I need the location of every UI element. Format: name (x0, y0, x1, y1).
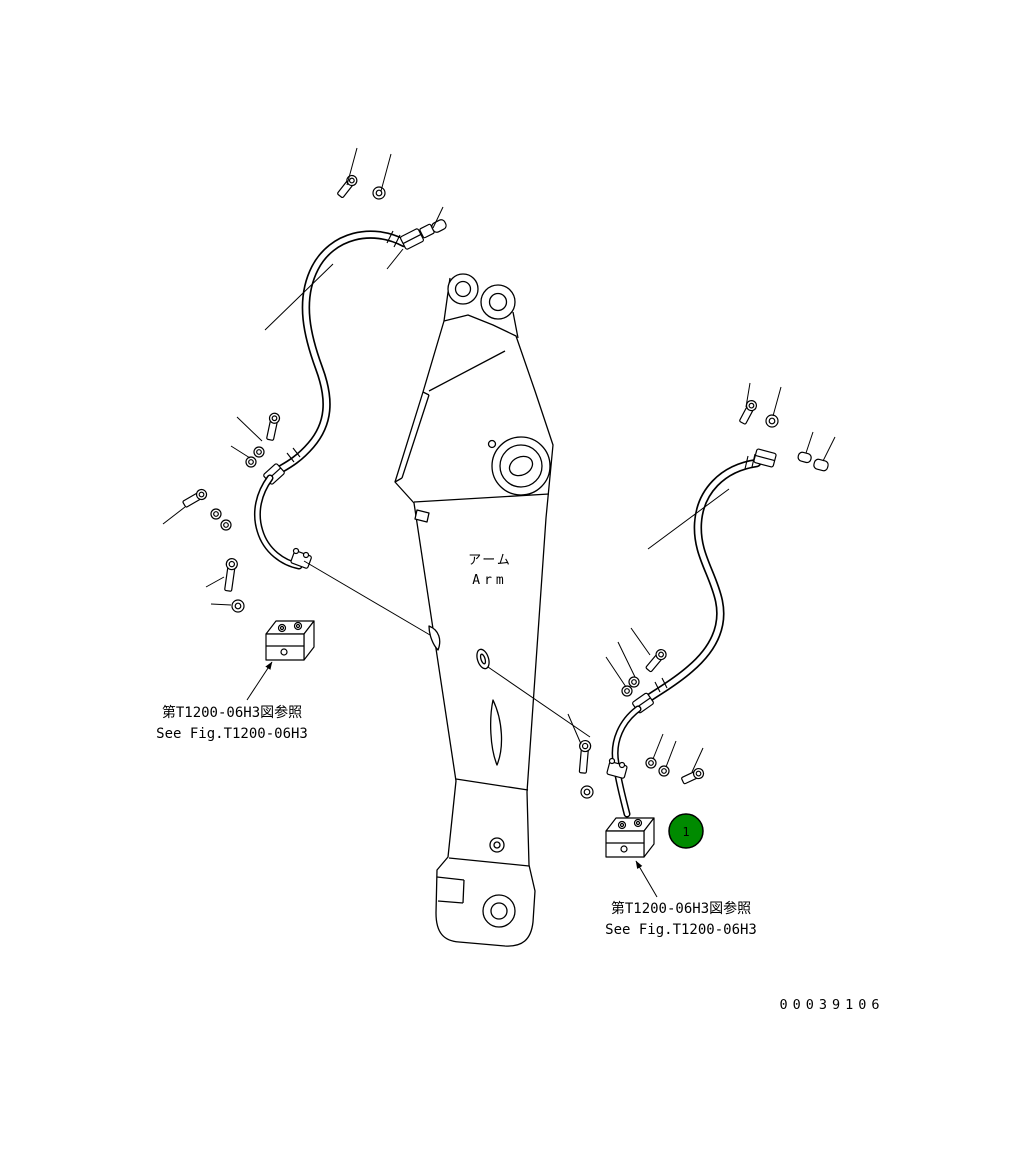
ref-note-right-en[interactable]: See Fig.T1200-06H3 (605, 922, 757, 938)
arm-outline (394, 314, 554, 947)
bolt (578, 739, 592, 774)
left-hose (276, 230, 409, 474)
right-elbow-flange (606, 757, 628, 779)
bolt (266, 412, 281, 441)
right-parts-cluster (578, 648, 705, 799)
left-hose-assembly (182, 174, 447, 661)
bolt (224, 558, 238, 592)
left-parts-cluster (182, 412, 281, 613)
bolt (739, 400, 758, 425)
bolt (645, 648, 667, 673)
left-elbow-flange (290, 547, 312, 569)
right-ref-arrow (635, 860, 658, 898)
callout-1[interactable]: 1 (668, 813, 704, 849)
arm-clevis-ears (443, 273, 519, 339)
arm-cylinder-boss (487, 436, 551, 496)
leader-lines (162, 147, 836, 773)
bolt (681, 767, 705, 785)
ref-note-left-jp[interactable]: 第T1200-06H3図参照 (162, 704, 302, 721)
labels: アーム Arm 第T1200-06H3図参照 See Fig.T1200-06H… (156, 553, 884, 1013)
drawing-number: 00039106 (779, 997, 884, 1013)
ref-note-right-jp[interactable]: 第T1200-06H3図参照 (611, 900, 751, 917)
arm-internal-lines (394, 350, 550, 867)
right-hose-assembly (578, 400, 829, 858)
arm-small-details (414, 509, 505, 853)
ref-note-left-en[interactable]: See Fig.T1200-06H3 (156, 726, 308, 742)
right-clamp-block (605, 817, 655, 858)
bolt (337, 174, 358, 199)
arm-label-en: Arm (472, 573, 507, 588)
callout-1-number: 1 (682, 825, 689, 839)
right-elbow-pipe (611, 705, 642, 818)
left-ref-arrow (246, 661, 273, 701)
right-hose-top-fittings (739, 400, 829, 472)
arm-label-jp: アーム (468, 553, 512, 568)
arm-foot (436, 876, 516, 928)
left-clamp-block (265, 620, 315, 661)
callout-1-circle[interactable] (668, 813, 704, 849)
excavator-arm (394, 273, 554, 947)
bolt (182, 488, 208, 508)
